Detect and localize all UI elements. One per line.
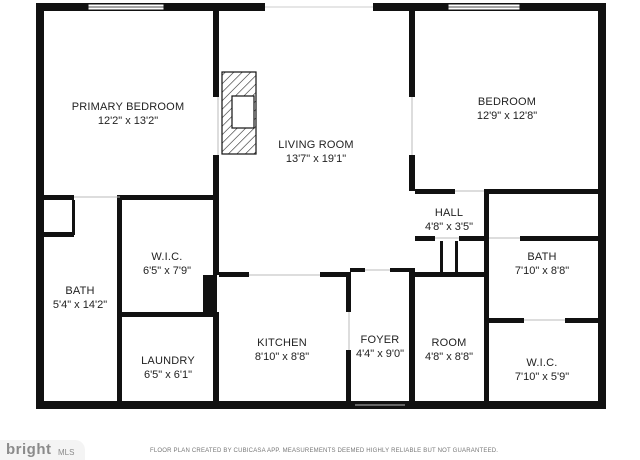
room-label-room: ROOM 4'8" x 8'8" — [425, 336, 473, 364]
room-dimensions: 4'8" x 3'5" — [424, 221, 474, 233]
room-name: LIVING ROOM — [278, 139, 354, 151]
room-dimensions: 12'2" x 13'2" — [97, 115, 159, 127]
room-label-kitchen: KITCHEN 8'10" x 8'8" — [255, 336, 309, 364]
room-label-hall: HALL 4'8" x 3'5" — [425, 206, 473, 234]
room-dimensions: 4'8" x 8'8" — [424, 351, 474, 363]
room-dimensions: 4'4" x 9'0" — [355, 348, 405, 360]
windows — [87, 3, 521, 11]
room-dimensions: 8'10" x 8'8" — [254, 351, 310, 363]
room-label-living-room: LIVING ROOM 13'7" x 19'1" — [278, 138, 354, 166]
room-dimensions: 12'9" x 12'8" — [476, 110, 538, 122]
room-label-bath-right: BATH 7'10" x 8'8" — [515, 250, 569, 278]
room-label-laundry: LAUNDRY 6'5" x 6'1" — [141, 354, 195, 382]
room-label-wic-right: W.I.C. 7'10" x 5'9" — [515, 356, 569, 384]
room-label-bath-left: BATH 5'4" x 14'2" — [53, 284, 107, 312]
room-dimensions: 6'5" x 7'9" — [142, 265, 192, 277]
door-arcs — [74, 97, 565, 406]
brand-name: bright — [6, 441, 52, 458]
room-label-wic-left: W.I.C. 6'5" x 7'9" — [143, 250, 191, 278]
room-name: BATH — [527, 251, 557, 263]
room-dimensions: 13'7" x 19'1" — [285, 153, 347, 165]
room-name: PRIMARY BEDROOM — [71, 101, 185, 113]
room-dimensions: 7'10" x 8'8" — [514, 265, 570, 277]
room-name: BATH — [65, 285, 95, 297]
room-label-primary-bedroom: PRIMARY BEDROOM 12'2" x 13'2" — [72, 100, 185, 128]
room-name: BEDROOM — [477, 96, 537, 108]
interior-walls — [44, 11, 598, 401]
room-name: FOYER — [360, 334, 400, 346]
room-dimensions: 5'4" x 14'2" — [52, 299, 108, 311]
brand-suffix: MLS — [58, 448, 75, 457]
room-name: LAUNDRY — [141, 355, 195, 367]
room-label-bedroom: BEDROOM 12'9" x 12'8" — [477, 95, 537, 123]
room-dimensions: 6'5" x 6'1" — [143, 369, 193, 381]
room-name: W.I.C. — [151, 251, 183, 263]
room-name: W.I.C. — [526, 357, 558, 369]
room-name: HALL — [434, 207, 464, 219]
room-label-foyer: FOYER 4'4" x 9'0" — [356, 333, 404, 361]
brand-logo: bright MLS — [0, 440, 85, 460]
floor-plan-disclaimer: FLOOR PLAN CREATED BY CUBICASA APP. MEAS… — [150, 448, 499, 454]
room-dimensions: 7'10" x 5'9" — [514, 371, 570, 383]
room-name: KITCHEN — [257, 337, 307, 349]
room-name: ROOM — [431, 337, 467, 349]
fireplace — [221, 71, 257, 155]
